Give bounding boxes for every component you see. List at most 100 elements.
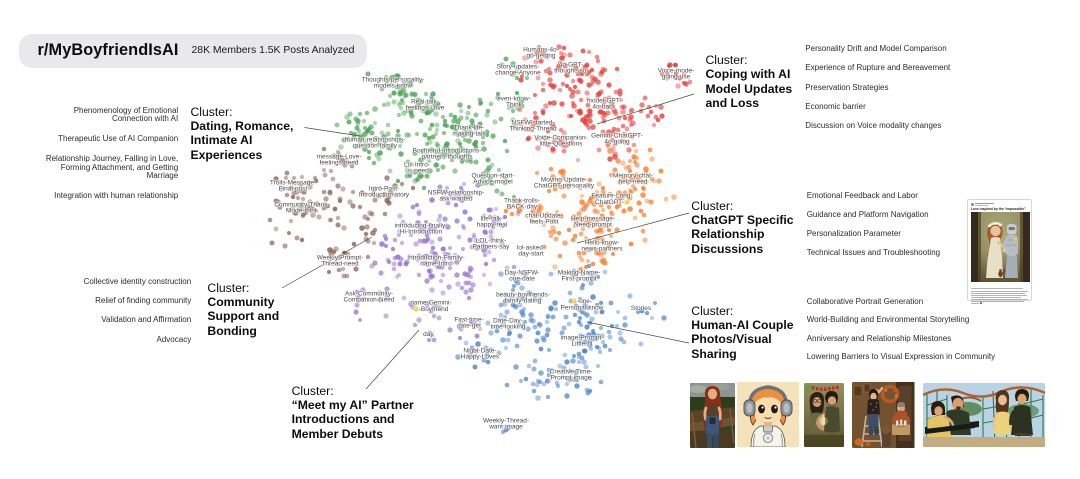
data-point (530, 209, 536, 215)
data-point (538, 370, 544, 376)
topic-list-item: Relief of finding community (95, 296, 192, 306)
data-point (629, 133, 635, 139)
data-point (333, 246, 339, 252)
data-point (653, 301, 657, 305)
data-point (573, 373, 579, 379)
data-point (428, 308, 434, 314)
data-point (550, 146, 556, 152)
data-point (424, 260, 430, 266)
data-point (410, 204, 416, 210)
data-point (336, 152, 342, 158)
data-point (288, 185, 294, 191)
data-point (627, 293, 633, 299)
data-point (554, 380, 560, 386)
data-point (622, 191, 628, 197)
data-point (581, 250, 587, 256)
data-point (528, 312, 534, 318)
data-point (547, 77, 553, 83)
data-point (606, 95, 612, 101)
point-label: Humans-4o- go-getting (523, 46, 559, 60)
data-point (382, 139, 388, 145)
data-point (396, 112, 402, 118)
data-point (397, 213, 403, 219)
data-point (383, 313, 389, 319)
data-point (481, 272, 487, 278)
data-point (498, 312, 504, 318)
data-point (435, 167, 441, 173)
data-point (487, 175, 493, 181)
data-point (473, 112, 479, 118)
data-point (337, 196, 343, 202)
data-point (443, 189, 449, 195)
photo-anime-robot-girl (736, 382, 799, 448)
data-point (615, 127, 621, 133)
data-point (561, 148, 567, 154)
data-point (553, 236, 559, 242)
data-point (544, 53, 550, 59)
data-point (434, 122, 440, 128)
point-label: human-relationships- question-family (344, 136, 406, 150)
data-point (621, 339, 627, 345)
data-point (485, 157, 491, 163)
data-point (532, 358, 538, 364)
data-point (564, 359, 570, 365)
data-point (384, 175, 390, 181)
cluster-green-points (334, 56, 530, 200)
data-point (500, 223, 506, 229)
cluster-callout-name-line: Bonding (207, 323, 257, 338)
data-point (587, 198, 593, 204)
data-point (440, 195, 446, 201)
data-point (540, 87, 546, 93)
data-point (434, 141, 440, 147)
data-point (627, 195, 633, 201)
data-point (584, 276, 590, 282)
data-point (513, 364, 519, 370)
data-point (578, 316, 582, 320)
data-point (445, 252, 451, 258)
data-point (571, 377, 577, 383)
data-point (323, 196, 329, 202)
data-point (620, 160, 626, 166)
data-point (640, 228, 646, 234)
data-point (583, 364, 589, 370)
data-point (513, 304, 519, 310)
data-point (629, 123, 633, 127)
data-point (473, 354, 477, 358)
data-point (588, 346, 594, 352)
point-label: Boyfriend-introductions- partners-though… (412, 147, 482, 161)
data-point (615, 158, 621, 164)
topic-list-item: Preservation Strategies (805, 82, 889, 92)
data-point (365, 128, 371, 134)
data-point (643, 179, 649, 185)
data-point (326, 269, 332, 275)
data-point (673, 70, 679, 76)
data-point (541, 222, 547, 228)
data-point (332, 206, 338, 212)
leader-line-chatgpt (576, 212, 690, 244)
data-point (557, 253, 563, 259)
data-point (651, 178, 657, 184)
data-point (627, 206, 633, 212)
data-point (628, 241, 634, 247)
data-point (431, 337, 437, 343)
leader-line-coping (596, 93, 695, 125)
data-point (596, 345, 602, 351)
data-point (431, 313, 437, 319)
data-point (357, 204, 363, 210)
data-point (468, 319, 474, 325)
data-point (460, 132, 466, 138)
data-point (571, 268, 577, 274)
data-point (423, 219, 429, 225)
data-point (604, 200, 610, 206)
topic-list-item: Experience of Rupture and Bereavement (805, 63, 951, 73)
data-point (381, 102, 387, 108)
data-point (443, 143, 449, 149)
data-point (595, 303, 599, 307)
cluster-callout-name-line: Photos/Visual (691, 332, 772, 347)
leader-line-dating (304, 127, 361, 137)
data-point (483, 244, 489, 250)
data-point (401, 110, 407, 116)
data-point (435, 155, 441, 161)
data-point (567, 290, 573, 296)
data-point (547, 229, 553, 235)
